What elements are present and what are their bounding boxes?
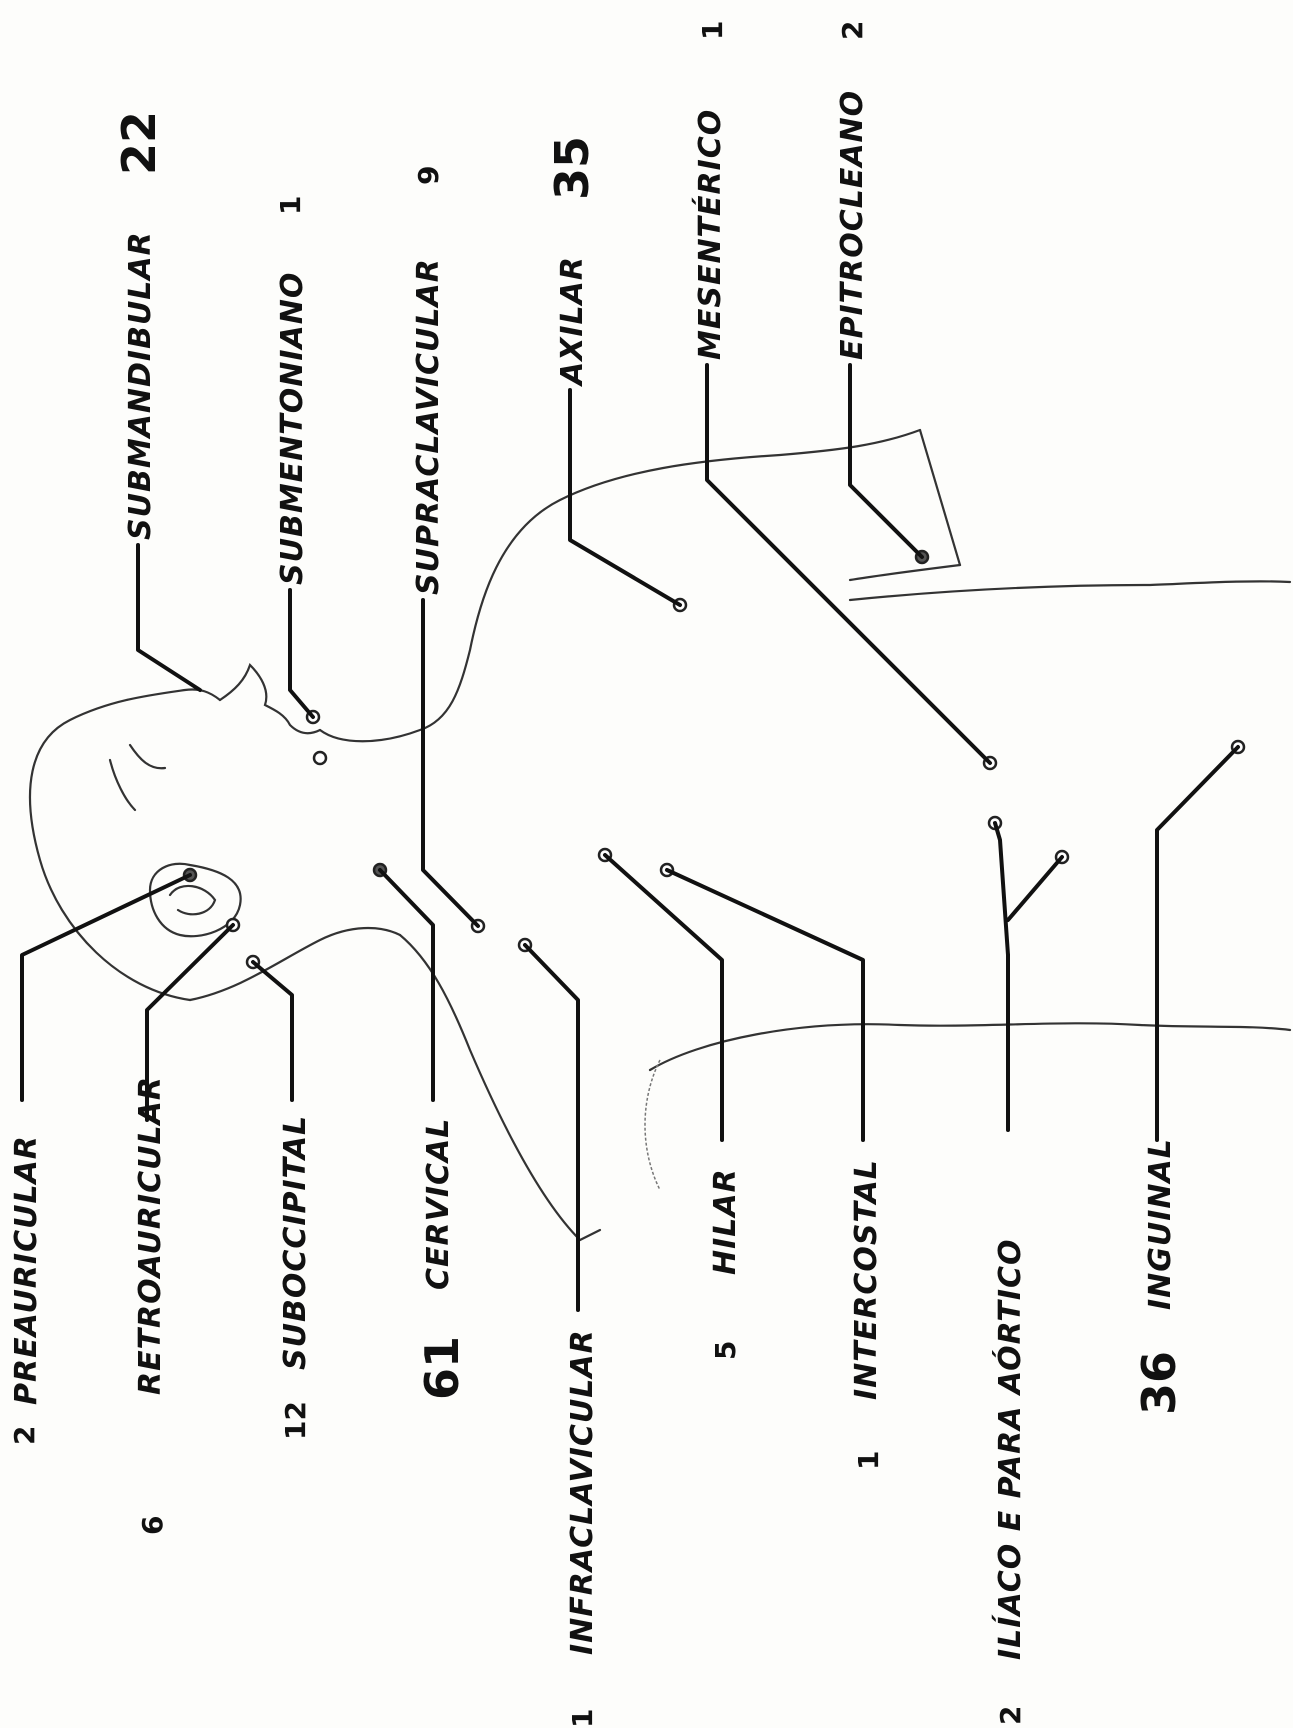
count-axilar: 35 bbox=[545, 136, 599, 200]
label-hilar: HILAR bbox=[708, 1168, 743, 1275]
count-preauricular: 2 bbox=[8, 1426, 41, 1445]
node-markers bbox=[184, 551, 1244, 968]
leader-intercostal bbox=[667, 870, 863, 1140]
eyebrow bbox=[110, 760, 135, 810]
chin-neck bbox=[320, 430, 920, 741]
count-supraclavicular: 9 bbox=[412, 166, 445, 185]
leader-inguinal bbox=[1157, 747, 1238, 1140]
label-submandibular: SUBMANDIBULAR bbox=[123, 231, 158, 540]
face-profile bbox=[220, 665, 320, 733]
label-mesenterico: MESENTÉRICO bbox=[692, 109, 728, 360]
count-infraclavicular: 1 bbox=[566, 1709, 599, 1728]
labels-bottom: 2 PREAURICULAR 6 RETROAURICULAR 12 SUBOC… bbox=[8, 1076, 1186, 1728]
leader-submandibular bbox=[138, 545, 200, 690]
label-iliaco: ILÍACO E PARA AÓRTICO bbox=[991, 1238, 1028, 1660]
forearm-edge bbox=[850, 565, 960, 580]
count-submentoniano: 1 bbox=[274, 196, 307, 215]
labels-top: SUBMANDIBULAR 22 SUBMENTONIANO 1 SUPRACL… bbox=[112, 21, 870, 595]
scapula bbox=[645, 1060, 660, 1190]
count-cervical: 61 bbox=[415, 1336, 469, 1400]
label-retroauricular: RETROAURICULAR bbox=[133, 1076, 168, 1395]
eye bbox=[130, 745, 165, 768]
torso-back bbox=[580, 1230, 600, 1240]
label-supraclavicular: SUPRACLAVICULAR bbox=[411, 258, 446, 595]
count-hilar: 5 bbox=[709, 1341, 742, 1360]
count-intercostal: 1 bbox=[852, 1451, 885, 1470]
count-mesenterico: 1 bbox=[696, 21, 729, 40]
leader-cervical bbox=[380, 870, 433, 1100]
label-preauricular: PREAURICULAR bbox=[9, 1135, 44, 1405]
leader-suboccipital bbox=[253, 962, 292, 1100]
label-intercostal: INTERCOSTAL bbox=[849, 1159, 884, 1400]
leader-axilar bbox=[570, 390, 680, 605]
count-epitrocleano: 2 bbox=[836, 21, 869, 40]
label-suboccipital: SUBOCCIPITAL bbox=[278, 1115, 313, 1370]
leader-submentoniano bbox=[290, 590, 313, 717]
upper-arm bbox=[920, 430, 960, 565]
count-retroauricular: 6 bbox=[136, 1516, 169, 1535]
leader-iliaco-a bbox=[995, 823, 1008, 955]
leader-epitrocleano bbox=[850, 365, 922, 557]
head-outline bbox=[30, 689, 220, 1000]
back-line bbox=[650, 1023, 1290, 1070]
node-submentoniano bbox=[314, 752, 326, 764]
leader-lines bbox=[22, 365, 1238, 1310]
label-submentoniano: SUBMENTONIANO bbox=[275, 272, 310, 585]
label-infraclavicular: INFRACLAVICULAR bbox=[565, 1329, 600, 1655]
count-inguinal: 36 bbox=[1132, 1351, 1186, 1415]
label-cervical: CERVICAL bbox=[421, 1118, 456, 1290]
count-iliaco: 2 bbox=[994, 1706, 1027, 1725]
label-inguinal: INGUINAL bbox=[1143, 1138, 1178, 1310]
count-submandibular: 22 bbox=[112, 111, 166, 175]
leader-infraclavicular bbox=[525, 945, 578, 1310]
label-axilar: AXILAR bbox=[555, 256, 590, 387]
leader-hilar bbox=[605, 855, 722, 1140]
count-suboccipital: 12 bbox=[279, 1401, 312, 1440]
torso-lower bbox=[850, 581, 1290, 600]
body-outline bbox=[30, 430, 1290, 1240]
leader-iliaco-b bbox=[1008, 857, 1062, 920]
ear-inner bbox=[170, 886, 215, 914]
label-epitrocleano: EPITROCLEANO bbox=[835, 90, 870, 360]
leader-preauricular bbox=[22, 875, 190, 1100]
